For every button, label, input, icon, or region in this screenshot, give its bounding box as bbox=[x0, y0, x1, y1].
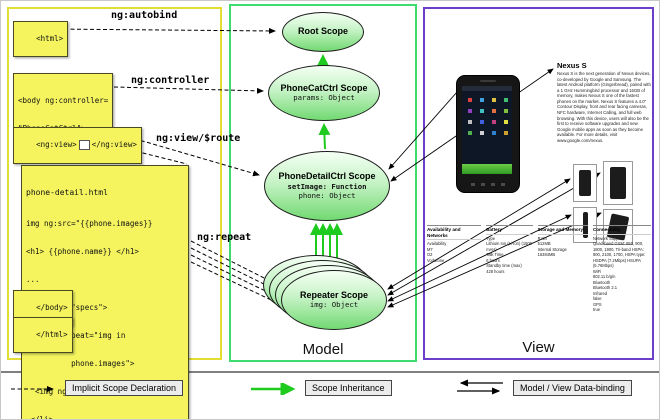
repeater-scope-stack: Repeater Scope img: Object bbox=[263, 255, 393, 337]
spec-body: Network Support Quad-band GSM: 850, 900,… bbox=[592, 235, 646, 313]
spec-header: Connectivity bbox=[592, 225, 651, 235]
html-close-codebox: </html> bbox=[13, 317, 73, 354]
repeater-scope-prop: img: Object bbox=[309, 300, 359, 310]
phone-thumbnail bbox=[573, 164, 597, 202]
phone-speaker bbox=[480, 80, 496, 82]
product-description: Nexus S is the next generation of Nexus … bbox=[557, 71, 651, 143]
phone-app-icons bbox=[468, 98, 472, 102]
scope-inheritance-arrow-icon bbox=[251, 383, 296, 395]
code-line: phone.images"> bbox=[26, 359, 135, 369]
spec-column-storage: Storage and Memory RAM 512MB Internal St… bbox=[537, 225, 588, 313]
spec-table: Availability and Networks Availability M… bbox=[427, 225, 651, 313]
view-panel-label: View bbox=[522, 339, 555, 356]
ng-controller-label: ng:controller bbox=[131, 75, 210, 86]
phonecatctrl-scope-ellipse: PhoneCatCtrl Scope params: Object bbox=[268, 65, 380, 121]
phone-screen bbox=[462, 86, 512, 174]
phonecatctrl-scope-prop: params: Object bbox=[293, 93, 355, 103]
repeater-scope-title: Repeater Scope bbox=[299, 289, 369, 300]
spec-body: RAM 512MB Internal Storage 16384MB bbox=[537, 235, 567, 258]
phone-thumbnail-image bbox=[579, 170, 591, 196]
spec-header: Storage and Memory bbox=[537, 225, 588, 235]
code-line: </li> bbox=[26, 415, 54, 420]
html-close-code: </html> bbox=[36, 330, 68, 340]
phone-statusbar bbox=[462, 86, 512, 91]
body-open-line1: <body ng:controller= bbox=[18, 95, 109, 105]
view-placeholder-icon bbox=[78, 140, 90, 151]
ng-autobind-label: ng:autobind bbox=[111, 10, 178, 21]
repeater-scope-ellipse-front: Repeater Scope img: Object bbox=[281, 270, 387, 330]
code-line: img ng:src="{{phone.images}} bbox=[26, 218, 153, 228]
legend-implicit-scope: Implicit Scope Declaration bbox=[65, 380, 184, 396]
code-line: <h1> {{phone.name}} </h1> bbox=[26, 246, 139, 256]
phonedetailctrl-scope-phone: phone: Object bbox=[298, 190, 356, 200]
model-panel-label: Model bbox=[302, 341, 344, 358]
ngview-close-code: </ng:view> bbox=[91, 140, 137, 150]
ng-view-route-label: ng:view/$route bbox=[156, 133, 241, 144]
body-close-code: </body> bbox=[36, 303, 68, 313]
spec-header: Availability and Networks bbox=[427, 225, 482, 240]
phone-thumbnail bbox=[603, 209, 633, 245]
phone-thumbnail-image bbox=[610, 167, 626, 199]
spec-column-availability: Availability and Networks Availability M… bbox=[427, 225, 482, 313]
phone-buttons bbox=[471, 183, 475, 186]
code-line: ... bbox=[26, 274, 40, 284]
phonedetailctrl-scope-setimage: setImage: Function bbox=[287, 181, 367, 191]
product-title: Nexus S bbox=[557, 61, 587, 70]
phone-dock bbox=[462, 164, 512, 174]
html-open-code: <html> bbox=[36, 34, 64, 44]
legend-scope-inheritance: Scope Inheritance bbox=[305, 380, 392, 396]
ngview-open-code: <ng:view> bbox=[36, 140, 77, 150]
root-scope-ellipse: Root Scope bbox=[282, 12, 364, 52]
spec-body: Type Lithium Ion (Li-Ion) (1500 mAH) Tal… bbox=[486, 235, 532, 274]
phonedetailctrl-scope-ellipse: PhoneDetailCtrl Scope setImage: Function… bbox=[264, 151, 390, 221]
phone-detail-filename: phone-detail.html bbox=[26, 187, 108, 197]
data-binding-arrow-icon bbox=[457, 379, 503, 395]
legend-data-binding: Model / View Data-binding bbox=[513, 380, 632, 396]
phonecatctrl-scope-title: PhoneCatCtrl Scope bbox=[280, 82, 368, 93]
spec-header: Battery bbox=[486, 225, 533, 235]
phonedetailctrl-scope-title: PhoneDetailCtrl Scope bbox=[278, 171, 376, 182]
phone-thumbnail bbox=[603, 161, 633, 205]
phone-image bbox=[456, 75, 520, 193]
root-scope-title: Root Scope bbox=[297, 26, 348, 37]
spec-column-connectivity: Connectivity Network Support Quad-band G… bbox=[592, 225, 651, 313]
spec-body: Availability M7 O2 Vodafone bbox=[427, 241, 447, 263]
html-open-codebox: <html> bbox=[13, 21, 69, 58]
spec-column-battery: Battery Type Lithium Ion (Li-Ion) (1500 … bbox=[486, 225, 533, 313]
ng-repeat-label: ng:repeat bbox=[197, 232, 252, 243]
ngview-codebox: <ng:view> </ng:view> bbox=[13, 127, 142, 164]
